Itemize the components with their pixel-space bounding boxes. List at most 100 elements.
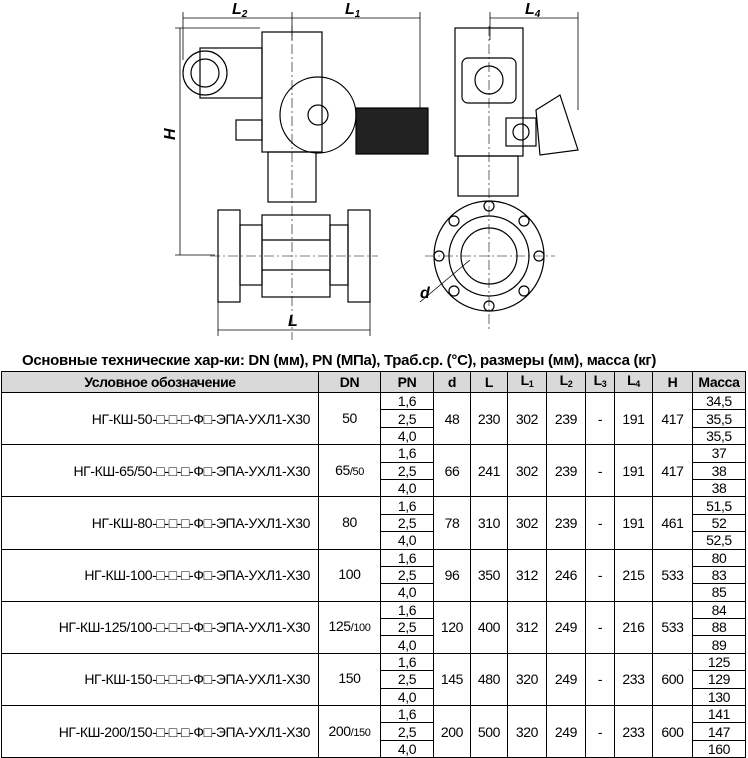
- l1-cell: 302: [507, 444, 547, 498]
- mass-cell: 34,5: [692, 391, 746, 411]
- dn-cell: 150: [318, 652, 381, 707]
- designation-cell: НГ-КШ-200/150-□-□-□-Ф□-ЭПА-УХЛ1-Х30: [1, 705, 319, 758]
- mass-cell: 89: [692, 635, 746, 654]
- l4-cell: 233: [614, 652, 653, 707]
- designation-cell: НГ-КШ-100-□-□-□-Ф□-ЭПА-УХЛ1-Х30: [1, 548, 319, 602]
- l1-cell: 312: [507, 548, 547, 602]
- l3-cell: -: [585, 496, 615, 550]
- h-cell: 461: [652, 496, 693, 550]
- h-cell: 417: [652, 444, 693, 498]
- mass-cell: 85: [692, 583, 746, 602]
- mass-cell: 35,5: [692, 426, 746, 446]
- mass-cell: 52,5: [692, 531, 746, 550]
- l2-cell: 239: [546, 444, 586, 498]
- pn-cell: 1,6: [380, 652, 434, 672]
- designation-cell: НГ-КШ-150-□-□-□-Ф□-ЭПА-УХЛ1-Х30: [1, 652, 319, 707]
- h-cell: 417: [652, 391, 693, 446]
- mass-cell: 51,5: [692, 496, 746, 515]
- l2-cell: 249: [546, 600, 586, 654]
- l2-cell: 239: [546, 496, 586, 550]
- l4-cell: 191: [614, 496, 653, 550]
- dn-cell: 50: [318, 391, 381, 446]
- mass-cell: 37: [692, 444, 746, 463]
- col-h: H: [652, 371, 693, 393]
- designation-cell: НГ-КШ-50-□-□-□-Ф□-ЭПА-УХЛ1-Х30: [1, 391, 319, 446]
- l3-cell: -: [585, 391, 615, 446]
- pn-cell: 1,6: [380, 391, 434, 411]
- dn-value: 150: [338, 670, 361, 687]
- col-l: L: [470, 371, 508, 393]
- l4-cell: 216: [614, 600, 653, 654]
- col-designation: Условное обозначение: [1, 371, 319, 393]
- dim-label-l4: L4: [525, 1, 541, 20]
- table-row: 4,0 35,5: [2, 426, 746, 446]
- specs-table: Условное обозначение DN PN d L L1 L2 L3 …: [1, 371, 746, 758]
- l3-cell: -: [585, 600, 615, 654]
- mass-cell: 38: [692, 478, 746, 498]
- d-cell: 48: [433, 391, 471, 446]
- mass-cell: 52: [692, 513, 746, 533]
- pn-cell: 1,6: [380, 600, 434, 620]
- flange-front-view: [425, 200, 555, 312]
- pn-cell: 4,0: [380, 478, 434, 498]
- d-cell: 120: [433, 600, 471, 654]
- table-row: 2,5 88: [2, 618, 746, 637]
- h-cell: 600: [652, 652, 693, 707]
- l-cell: 350: [470, 548, 508, 602]
- l4-cell: 215: [614, 548, 653, 602]
- dim-label-l: L: [288, 313, 298, 330]
- l4-cell: 191: [614, 444, 653, 498]
- mass-cell: 35,5: [692, 409, 746, 428]
- l1-cell: 312: [507, 600, 547, 654]
- designation-cell: НГ-КШ-80-□-□-□-Ф□-ЭПА-УХЛ1-Х30: [1, 496, 319, 550]
- dn-value: 125: [328, 618, 352, 635]
- pn-cell: 2,5: [380, 461, 434, 480]
- l3-cell: -: [585, 705, 615, 758]
- l-cell: 241: [470, 444, 508, 498]
- col-l3: L3: [585, 371, 615, 393]
- designation-cell: НГ-КШ-65/50-□-□-□-Ф□-ЭПА-УХЛ1-Х30: [1, 444, 319, 498]
- mass-cell: 88: [692, 618, 746, 637]
- mass-cell: 80: [692, 548, 746, 567]
- dn-cell: 200/150: [318, 705, 381, 758]
- l3-cell: -: [585, 652, 615, 707]
- col-pn: PN: [380, 371, 434, 393]
- d-cell: 96: [433, 548, 471, 602]
- col-mass: Масса: [692, 371, 746, 393]
- pn-cell: 2,5: [380, 618, 434, 637]
- pn-cell: 2,5: [380, 565, 434, 585]
- l4-cell: 233: [614, 705, 653, 758]
- table-row: 2,5 83: [2, 565, 746, 585]
- pn-cell: 4,0: [380, 583, 434, 602]
- dn-cell: 125/100: [318, 600, 381, 654]
- pn-cell: 4,0: [380, 426, 434, 446]
- dimension-lines: [175, 12, 579, 336]
- mass-cell: 83: [692, 565, 746, 585]
- d-cell: 78: [433, 496, 471, 550]
- pn-cell: 1,6: [380, 496, 434, 515]
- pn-cell: 1,6: [380, 548, 434, 567]
- table-row: 4,0 85: [2, 583, 746, 602]
- pn-cell: 1,6: [380, 705, 434, 724]
- table-caption: Основные технические хар-ки: DN (мм), PN…: [22, 352, 657, 369]
- dim-label-d: d: [420, 285, 431, 302]
- dn-value: 200: [328, 722, 352, 739]
- d-cell: 145: [433, 652, 471, 707]
- pn-cell: 4,0: [380, 687, 434, 707]
- designation-cell: НГ-КШ-125/100-□-□-□-Ф□-ЭПА-УХЛ1-Х30: [1, 600, 319, 654]
- h-cell: 533: [652, 548, 693, 602]
- mass-cell: 141: [692, 705, 746, 724]
- dim-label-l1: L1: [345, 1, 361, 20]
- dim-label-h: H: [162, 128, 179, 140]
- dn-value: 50: [342, 409, 357, 426]
- l-cell: 400: [470, 600, 508, 654]
